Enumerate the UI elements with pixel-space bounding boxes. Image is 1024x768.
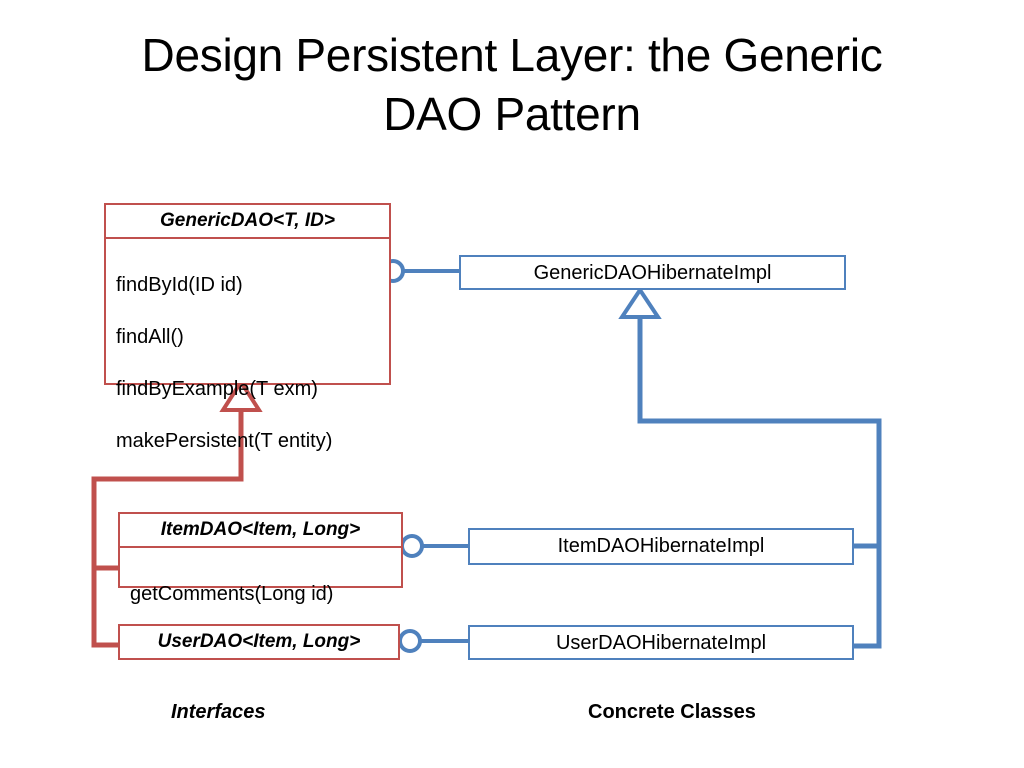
blue-generalization-connector: [637, 316, 882, 649]
uml-class-user-dao-hibernate-impl[interactable]: UserDAOHibernateImpl: [468, 625, 854, 660]
page-title: Design Persistent Layer: the Generic DAO…: [141, 29, 883, 140]
uml-class-generic-dao-members: findById(ID id) findAll() findByExample(…: [106, 239, 389, 488]
caption-interfaces: Interfaces: [171, 701, 266, 723]
caption-concrete-classes: Concrete Classes: [588, 701, 756, 723]
uml-class-item-dao-hibernate-impl-title: ItemDAOHibernateImpl: [557, 535, 765, 557]
uml-class-user-dao-title: UserDAO<Item, Long>: [157, 631, 361, 652]
uml-class-item-dao-title: ItemDAO<Item, Long>: [120, 514, 401, 548]
uml-class-user-dao-hibernate-impl-title: UserDAOHibernateImpl: [555, 632, 767, 654]
member-find-all: findAll(): [116, 326, 184, 348]
member-find-by-example: findByExample(T exm): [116, 378, 318, 400]
member-find-by-id: findById(ID id): [116, 274, 243, 296]
member-get-comments: getComments(Long id): [130, 583, 334, 605]
uml-class-user-dao[interactable]: UserDAO<Item, Long>: [118, 624, 400, 660]
uml-class-generic-dao-hibernate-impl[interactable]: GenericDAOHibernateImpl: [459, 255, 846, 290]
lollipop-user-dao: [398, 629, 468, 653]
uml-class-generic-dao[interactable]: GenericDAO<T, ID> findById(ID id) findAl…: [104, 203, 391, 452]
lollipop-generic-dao: [381, 259, 459, 283]
blue-generalization-arrowhead: [618, 286, 662, 319]
uml-class-item-dao-hibernate-impl[interactable]: ItemDAOHibernateImpl: [468, 528, 854, 565]
uml-class-item-dao[interactable]: ItemDAO<Item, Long> getComments(Long id): [118, 512, 403, 605]
uml-class-generic-dao-hibernate-impl-title: GenericDAOHibernateImpl: [533, 262, 772, 284]
member-make-persistent: makePersistent(T entity): [116, 430, 333, 452]
lollipop-item-dao: [400, 534, 468, 558]
uml-class-item-dao-members: getComments(Long id): [120, 548, 401, 641]
uml-class-generic-dao-title: GenericDAO<T, ID>: [106, 205, 389, 239]
